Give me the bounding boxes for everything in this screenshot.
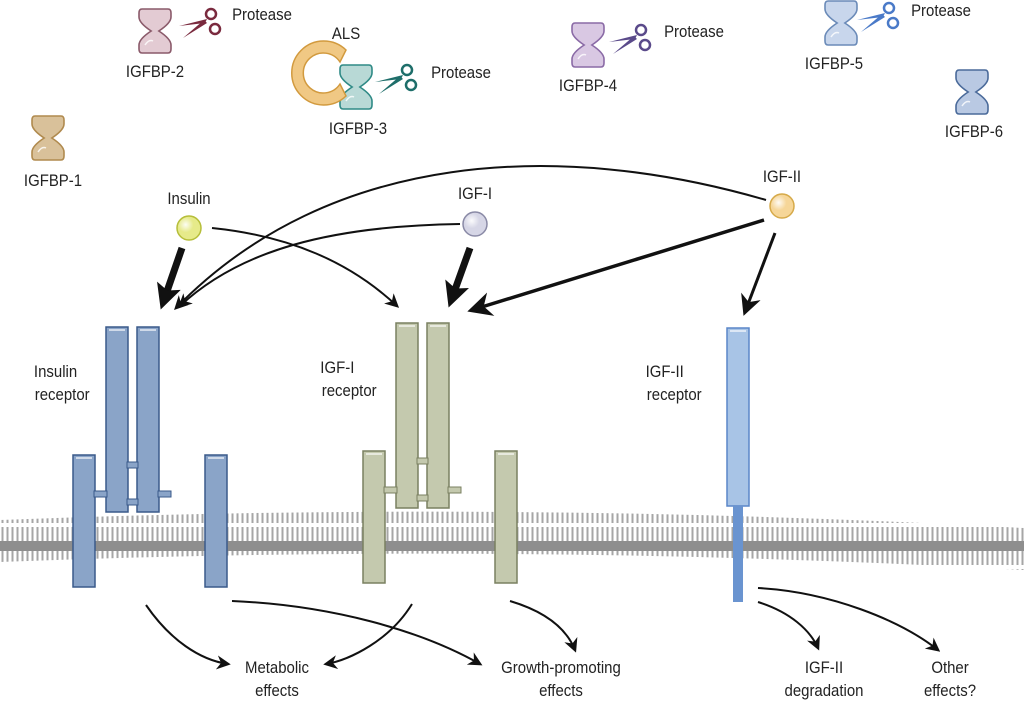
alpha-subunit-left — [395, 322, 419, 509]
arrow-insulin-to-insulin-receptor — [157, 246, 186, 310]
effect-metabolic-line2: effects — [255, 682, 299, 700]
alpha-subunit-right — [426, 322, 450, 509]
igfbp3-protein: IGFBP-3 Protease — [329, 63, 491, 138]
alpha-subunit-right — [136, 326, 160, 513]
hourglass-icon — [824, 0, 858, 46]
hourglass-icon — [571, 22, 605, 68]
binding-arrows — [157, 165, 777, 316]
hourglass-icon — [955, 69, 989, 115]
effect-metabolic: Metabolic effects — [245, 659, 309, 700]
als-protein: ALS — [291, 25, 360, 106]
insulin-label: Insulin — [167, 190, 210, 208]
arrow-igf2-to-igf1-receptor — [467, 218, 765, 316]
effect-degradation-line1: IGF-II — [805, 659, 843, 677]
effect-growth: Growth-promoting effects — [501, 659, 621, 700]
arrow-igf1-receptor-to-metabolic — [323, 603, 413, 670]
effect-metabolic-line1: Metabolic — [245, 659, 309, 677]
arrow-igf2-receptor-to-degradation — [757, 601, 820, 651]
effect-growth-line2: effects — [539, 682, 583, 700]
igf1-receptor-label-line2: receptor — [322, 382, 377, 400]
igfbp2-label: IGFBP-2 — [126, 63, 184, 81]
igfbp1-label: IGFBP-1 — [24, 172, 82, 190]
igf2-label: IGF-II — [763, 168, 801, 186]
transmembrane-tail — [733, 506, 743, 602]
arrow-igf1-to-igf1-receptor — [445, 246, 474, 308]
arrow-igf1-to-insulin-receptor — [177, 223, 461, 308]
igf2-ligand: IGF-II — [763, 168, 801, 219]
arrow-igf2-to-igf2-receptor — [741, 232, 777, 316]
igfbp5-label: IGFBP-5 — [805, 55, 863, 73]
effect-other: Other effects? — [924, 659, 976, 700]
igf2-receptor: IGF-II receptor — [646, 327, 750, 602]
effect-growth-line1: Growth-promoting — [501, 659, 621, 677]
insulin-receptor: Insulin receptor — [34, 326, 228, 588]
insulin-ligand: Insulin — [167, 190, 211, 241]
igf2-receptor-label-line2: receptor — [647, 386, 702, 404]
beta-subunit-right — [204, 454, 228, 588]
alpha-subunit-left — [105, 326, 129, 513]
arrow-igf2-to-insulin-receptor — [174, 165, 767, 311]
igf1-label: IGF-I — [458, 185, 492, 203]
effect-arrows — [145, 587, 941, 670]
effect-other-line1: Other — [931, 659, 969, 677]
scissors-icon — [375, 63, 418, 94]
effect-other-line2: effects? — [924, 682, 976, 700]
igfbp6-protein: IGFBP-6 — [945, 69, 1003, 141]
extracellular-domain — [726, 327, 750, 507]
beta-subunit-left — [362, 450, 386, 584]
igfbp3-protease-label: Protease — [431, 64, 491, 82]
arrow-insulin-receptor-to-metabolic — [145, 604, 231, 670]
igfbp1-protein: IGFBP-1 — [24, 115, 82, 190]
scissors-icon — [609, 23, 652, 54]
arrow-igf1-receptor-to-growth — [509, 600, 578, 653]
beta-subunit-right — [494, 450, 518, 584]
insulin-receptor-label-line1: Insulin — [34, 363, 77, 381]
igfbp4-protein: IGFBP-4 Protease — [559, 22, 724, 95]
beta-subunit-left — [72, 454, 96, 588]
igfbp6-label: IGFBP-6 — [945, 123, 1003, 141]
igfbp2-protein: IGFBP-2 Protease — [126, 6, 292, 81]
igf1-receptor: IGF-I receptor — [320, 322, 518, 584]
igf2-receptor-label-line1: IGF-II — [646, 363, 684, 381]
insulin-receptor-label-line2: receptor — [35, 386, 90, 404]
hourglass-icon — [31, 115, 65, 161]
hourglass-icon — [339, 64, 373, 110]
igfbp3-label: IGFBP-3 — [329, 120, 387, 138]
igfbp4-protease-label: Protease — [664, 23, 724, 41]
als-label: ALS — [332, 25, 360, 43]
igfbp4-label: IGFBP-4 — [559, 77, 617, 95]
igf1-receptor-label-line1: IGF-I — [320, 359, 354, 377]
effect-degradation-line2: degradation — [785, 682, 864, 700]
igf1-ligand: IGF-I — [458, 185, 492, 237]
hourglass-icon — [138, 8, 172, 54]
igfbp5-protein: IGFBP-5 Protease — [805, 0, 971, 73]
effect-degradation: IGF-II degradation — [785, 659, 864, 700]
scissors-icon — [179, 7, 222, 38]
scissors-icon — [857, 1, 900, 32]
arrow-igf2-receptor-to-other — [757, 587, 941, 652]
arrow-insulin-to-igf1-receptor — [211, 227, 400, 308]
igfbp2-protease-label: Protease — [232, 6, 292, 24]
arrow-insulin-receptor-to-growth — [231, 600, 483, 666]
igfbp5-protease-label: Protease — [911, 2, 971, 20]
